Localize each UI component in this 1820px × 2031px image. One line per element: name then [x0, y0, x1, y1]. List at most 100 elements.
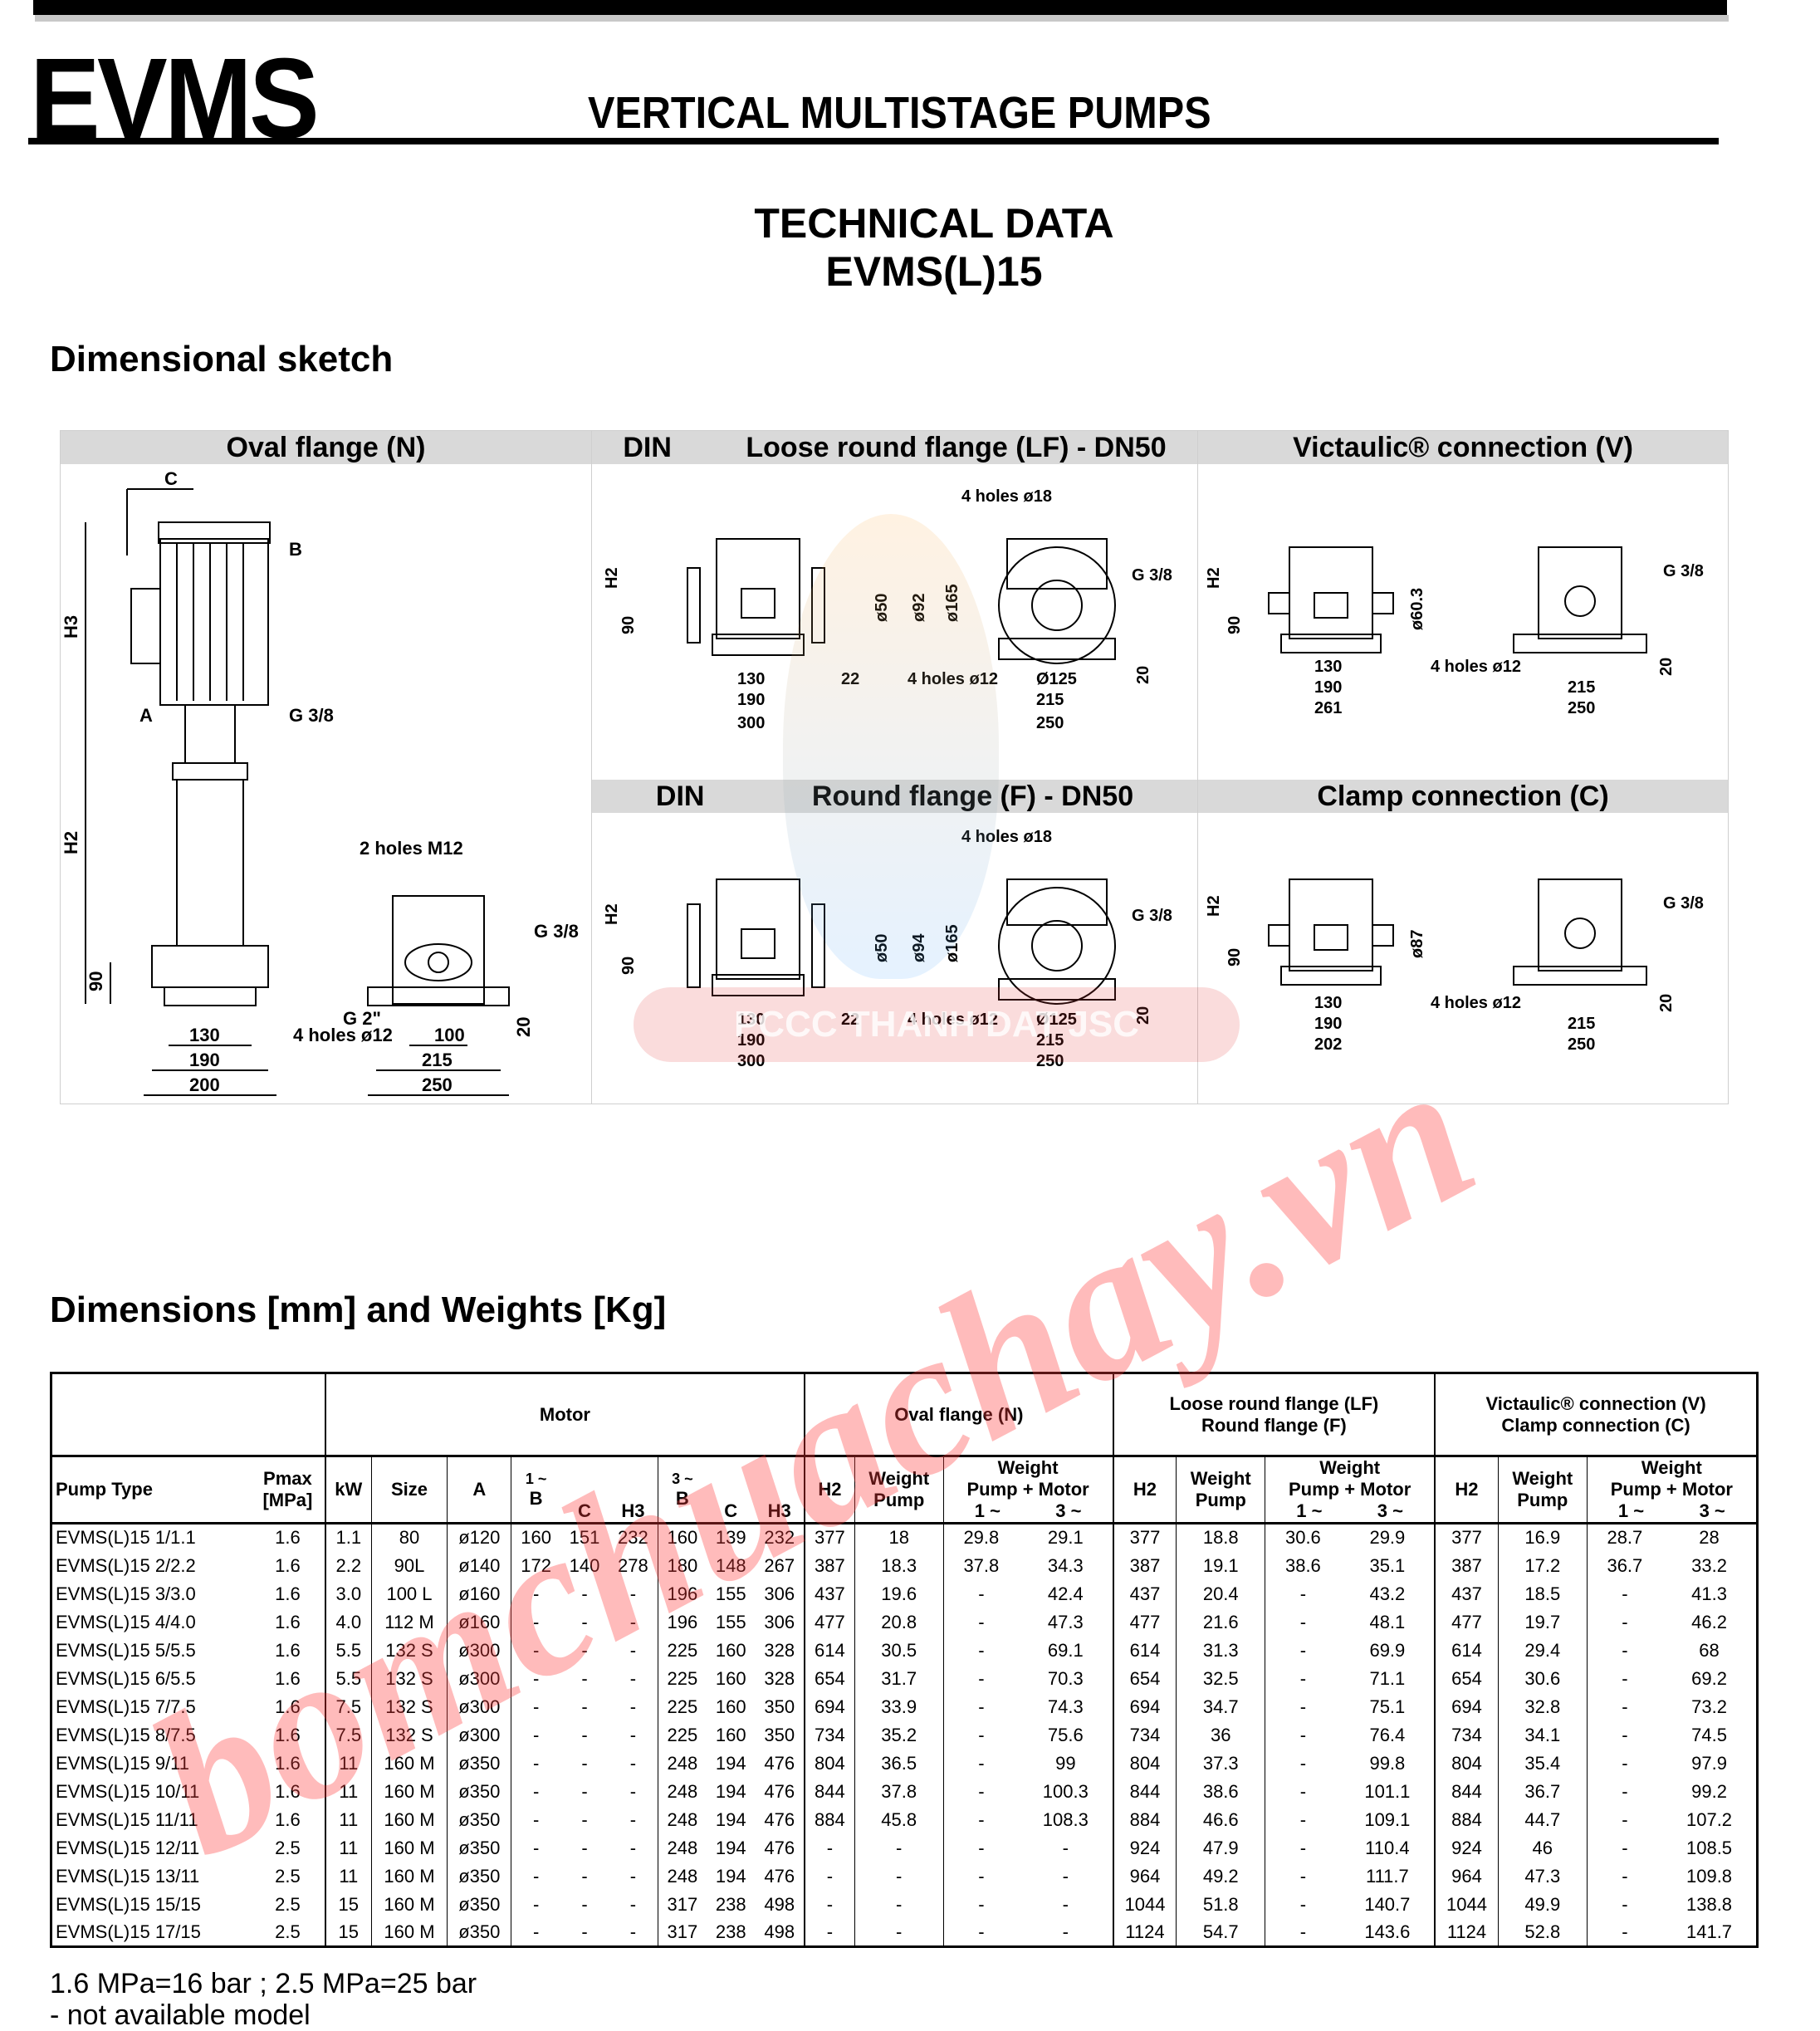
- header-pump-type: Pump Type: [56, 1479, 153, 1500]
- table-cell: -: [581, 1780, 588, 1802]
- svg-text:B: B: [289, 539, 302, 560]
- table-cell: -: [804, 1862, 855, 1891]
- table-cell: 18.3: [854, 1551, 944, 1580]
- table-cell: 99.2: [1691, 1780, 1727, 1802]
- table-cell: EVMS(L)15 13/11: [56, 1865, 200, 1887]
- table-cell: 248: [657, 1862, 707, 1891]
- table-cell: 52.8: [1497, 1918, 1588, 1947]
- table-cell: 377: [804, 1523, 855, 1552]
- table-cell: 70.3: [1047, 1667, 1084, 1689]
- table-cell: 437: [1112, 1579, 1177, 1608]
- table-cell: 11: [324, 1833, 372, 1862]
- top-bar-shadow: [35, 15, 1729, 22]
- svg-text:ø165: ø165: [943, 584, 961, 622]
- table-cell: 74.3: [1047, 1696, 1084, 1717]
- table-cell: 387: [1434, 1551, 1499, 1580]
- table-cell: 71.1: [1369, 1667, 1406, 1689]
- table-cell: 1124: [1112, 1918, 1177, 1947]
- table-cell: -: [581, 1611, 588, 1632]
- table-cell: 139: [715, 1527, 746, 1549]
- table-cell: 90L: [370, 1551, 448, 1580]
- table-cell: 734: [1434, 1720, 1499, 1750]
- svg-text:300: 300: [737, 1052, 765, 1070]
- table-cell: -: [1062, 1865, 1069, 1887]
- table-cell: -: [854, 1862, 944, 1891]
- table-cell: 1.6: [275, 1583, 301, 1604]
- header-1ph-h3: H3: [621, 1500, 645, 1521]
- table-cell: 18.5: [1497, 1579, 1588, 1608]
- dimensions-table: Motor Oval flange (N) Loose round flange…: [50, 1372, 1759, 1948]
- group-lf: Loose round flange (LF) Round flange (F): [1112, 1373, 1436, 1456]
- svg-text:ø87: ø87: [1408, 930, 1426, 958]
- note-not-available: - not available model: [50, 1999, 311, 2031]
- table-cell: 476: [764, 1780, 795, 1802]
- svg-text:215: 215: [1568, 678, 1595, 697]
- table-cell: ø160: [447, 1608, 511, 1637]
- table-cell: -: [942, 1805, 1020, 1834]
- table-cell: 328: [764, 1667, 795, 1689]
- table-cell: 132 S: [370, 1720, 448, 1750]
- table-cell: 11: [324, 1749, 372, 1778]
- table-cell: 108.5: [1685, 1837, 1733, 1858]
- logo-text-watermark: PCCC THANH DAT JSC: [634, 987, 1240, 1062]
- table-cell: -: [629, 1837, 637, 1858]
- table-cell: 138.8: [1685, 1893, 1733, 1915]
- table-cell: 69.1: [1047, 1639, 1084, 1661]
- table-cell: -: [942, 1918, 1020, 1947]
- table-cell: 28: [1699, 1527, 1720, 1549]
- table-cell: 498: [764, 1893, 795, 1915]
- header-1ph-b: 1 ~B: [511, 1456, 560, 1524]
- table-cell: 11: [324, 1862, 372, 1891]
- table-cell: 18: [854, 1523, 944, 1552]
- table-cell: EVMS(L)15 12/11: [56, 1837, 200, 1858]
- table-cell: 194: [715, 1808, 746, 1830]
- table-cell: -: [581, 1808, 588, 1830]
- table-cell: 151: [569, 1527, 600, 1549]
- svg-text:20: 20: [1134, 666, 1152, 684]
- table-cell: -: [942, 1579, 1020, 1608]
- table-cell: 20.4: [1176, 1579, 1265, 1608]
- table-cell: -: [629, 1639, 637, 1661]
- svg-text:250: 250: [1036, 714, 1064, 732]
- table-cell: -: [511, 1720, 560, 1750]
- table-cell: 248: [657, 1749, 707, 1778]
- table-cell: 232: [618, 1527, 648, 1549]
- svg-text:200: 200: [189, 1074, 220, 1095]
- table-cell: 30.6: [1497, 1664, 1588, 1693]
- panel-loose-round-flange: DIN Loose round flange (LF) - DN50 4 hol…: [592, 431, 1198, 780]
- table-cell: 140.7: [1364, 1893, 1411, 1915]
- table-cell: 30.5: [854, 1636, 944, 1665]
- table-cell: EVMS(L)15 10/11: [56, 1780, 200, 1802]
- table-cell: -: [1265, 1664, 1341, 1693]
- svg-text:ø92: ø92: [910, 594, 928, 622]
- table-cell: 74.5: [1691, 1724, 1727, 1745]
- svg-text:H2: H2: [1205, 895, 1223, 917]
- table-cell: 49.2: [1176, 1862, 1265, 1891]
- panel-victaulic: Victaulic® connection (V) G 3/8 4 holes …: [1198, 431, 1728, 780]
- table-cell: 1.6: [275, 1611, 301, 1632]
- table-cell: 225: [657, 1664, 707, 1693]
- table-cell: 844: [1434, 1777, 1499, 1806]
- svg-text:H2: H2: [603, 567, 621, 589]
- table-cell: -: [1265, 1833, 1341, 1862]
- table-cell: EVMS(L)15 7/7.5: [56, 1696, 196, 1717]
- table-cell: -: [1062, 1921, 1069, 1942]
- svg-text:2 holes M12: 2 holes M12: [360, 838, 463, 859]
- table-cell: 694: [804, 1692, 855, 1721]
- table-cell: 1.6: [275, 1639, 301, 1661]
- table-cell: 20.8: [854, 1608, 944, 1637]
- table-cell: 498: [764, 1921, 795, 1942]
- table-cell: 804: [804, 1749, 855, 1778]
- table-cell: -: [942, 1664, 1020, 1693]
- table-cell: 19.1: [1176, 1551, 1265, 1580]
- table-cell: EVMS(L)15 15/15: [56, 1893, 201, 1915]
- table-cell: 160 M: [370, 1805, 448, 1834]
- oval-flange-drawing: C B A G 3/8 2 holes M12 G 3/8 G 2" 4 hol…: [61, 464, 591, 1104]
- header-lf-h2: H2: [1112, 1456, 1177, 1524]
